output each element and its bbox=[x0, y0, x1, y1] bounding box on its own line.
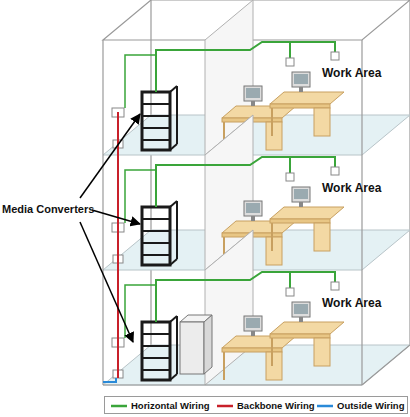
legend-box: Horizontal Wiring Backbone Wiring Outside … bbox=[104, 396, 408, 414]
legend-entry: Horizontal Wiring bbox=[111, 399, 210, 412]
legend-line bbox=[111, 404, 127, 407]
legend-entry: Outside Wiring bbox=[317, 399, 404, 412]
legend-swatch bbox=[217, 402, 233, 410]
area-label: Work Area bbox=[322, 296, 381, 310]
area-label: Work Area bbox=[322, 66, 381, 80]
legend-text: Horizontal Wiring bbox=[131, 400, 210, 411]
building-front-edges bbox=[103, 40, 410, 385]
legend-line bbox=[217, 404, 233, 407]
building-box bbox=[103, 0, 410, 345]
legend-line bbox=[317, 404, 333, 407]
server-cabinet bbox=[180, 315, 212, 374]
callout-label: Media Converters bbox=[2, 203, 94, 215]
legend-text: Outside Wiring bbox=[337, 400, 404, 411]
legend-swatch bbox=[111, 402, 127, 410]
floor-middle bbox=[103, 115, 410, 270]
area-label: Work Area bbox=[322, 181, 381, 195]
legend-text: Backbone Wiring bbox=[237, 400, 315, 411]
legend-entry: Backbone Wiring bbox=[217, 399, 315, 412]
backbone-wiring bbox=[117, 112, 119, 378]
leader-arrows bbox=[80, 114, 140, 342]
legend-swatch bbox=[317, 402, 333, 410]
floor-top bbox=[103, 0, 410, 155]
outside-wiring bbox=[103, 378, 116, 382]
floor-bottom bbox=[103, 230, 410, 385]
